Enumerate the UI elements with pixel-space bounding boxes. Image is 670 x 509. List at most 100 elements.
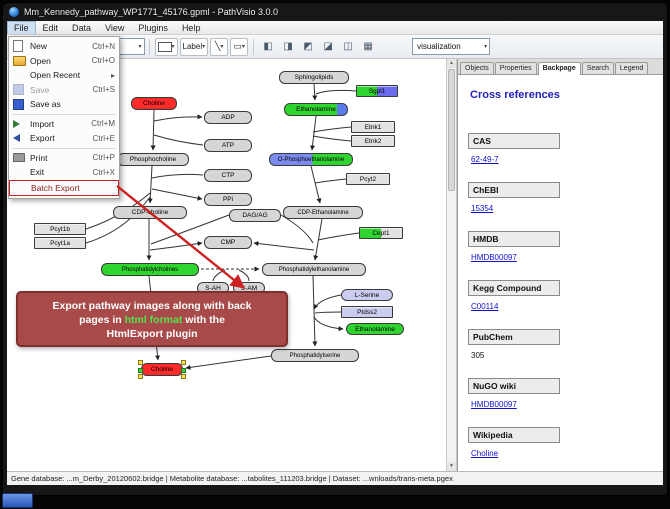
label-tool-button[interactable]: Label▾ (179, 37, 209, 56)
callout-line1: Export pathway images along with back (52, 300, 252, 312)
node-atp[interactable]: ATP (204, 139, 252, 152)
node-etnk2[interactable]: Etnk2 (351, 135, 395, 147)
shape-icon: ▭ (233, 41, 242, 51)
node-o-phosphoethanolamine[interactable]: O-Phosphoethanolamine (269, 153, 353, 166)
callout-line2-pre: pages in (79, 314, 125, 327)
xref-link[interactable]: HMDB00097 (471, 400, 517, 409)
node-ppi[interactable]: PPi (204, 193, 252, 206)
shape-tool-button[interactable]: ▭▾ (230, 37, 249, 56)
menu-plugins[interactable]: Plugins (138, 23, 168, 33)
menu-separator (12, 147, 116, 149)
menu-separator (12, 113, 116, 115)
xref-link[interactable]: Choline (471, 449, 499, 458)
node-ethanolamine[interactable]: Ethanolamine (346, 323, 404, 335)
scrollbar-thumb[interactable] (448, 69, 455, 191)
line-tool-button[interactable]: ╲▾ (210, 37, 229, 56)
visualization-combobox[interactable]: visualization ▾ (412, 38, 491, 55)
node-phosphatidylcholines[interactable]: Phosphatidylcholines (101, 263, 199, 276)
menu-edit[interactable]: Edit (42, 23, 59, 33)
node-cmp[interactable]: CMP (204, 236, 252, 249)
scroll-up-icon[interactable]: ▲ (447, 59, 456, 68)
node-etnk1[interactable]: Etnk1 (351, 121, 395, 133)
selection-handle[interactable] (138, 374, 143, 379)
xref-link[interactable]: 62-49-7 (471, 155, 499, 164)
node-pcyt1a[interactable]: Pcyt1a (34, 237, 86, 249)
file-menu-item-open-recent[interactable]: Open Recent▸ (30, 70, 115, 81)
selection-handle[interactable] (181, 368, 186, 373)
file-menu-item-batch-export[interactable]: Batch Export (9, 179, 119, 196)
node-choline[interactable]: Choline (131, 97, 177, 110)
node-ethanolamine[interactable]: Ethanolamine (284, 103, 348, 116)
tab-backpage[interactable]: Backpage (537, 62, 581, 75)
xref-link[interactable]: HMDB00097 (471, 253, 517, 262)
selection-handle[interactable] (138, 368, 143, 373)
file-menu-item-save-as[interactable]: Save as (9, 97, 119, 112)
visualization-value: visualization (417, 42, 461, 51)
menu-file[interactable]: File (7, 21, 36, 34)
align-left-button[interactable]: ◧ (259, 38, 277, 56)
title-bar[interactable]: Mm_Kennedy_pathway_WP1771_45176.gpml - P… (3, 3, 667, 21)
tab-properties[interactable]: Properties (494, 62, 537, 74)
node-cdp-choline[interactable]: CDP-choline (113, 206, 187, 219)
node-l-serine[interactable]: L-Serine (341, 289, 393, 301)
node-phosphocholine[interactable]: Phosphocholine (117, 153, 189, 166)
node-phosphatidylserine[interactable]: Phosphatidylserine (271, 349, 359, 362)
align-right-button[interactable]: ◨ (279, 38, 297, 56)
xref-header: HMDB (468, 231, 560, 247)
tab-objects[interactable]: Objects (460, 62, 494, 74)
node-phosphatidylethanolamine[interactable]: Phosphatidylethanolamine (262, 263, 366, 276)
align-right-icon: ◨ (283, 40, 293, 52)
node-adp[interactable]: ADP (204, 111, 252, 124)
node-ptdss2[interactable]: Ptdss2 (341, 306, 393, 318)
tab-legend[interactable]: Legend (614, 62, 649, 74)
xref-header: ChEBI (468, 182, 560, 198)
selection-handle[interactable] (181, 360, 186, 365)
node-cept1[interactable]: Cept1 (359, 227, 403, 239)
node-choline[interactable]: Choline (138, 360, 186, 379)
xref-header: Kegg Compound (468, 280, 560, 296)
xref-link[interactable]: C00114 (471, 302, 499, 311)
selection-handle[interactable] (181, 374, 186, 379)
toolbar-separator (148, 38, 150, 55)
node-sgpl1[interactable]: Sgpl1 (356, 85, 398, 97)
menu-help[interactable]: Help (181, 23, 201, 33)
menu-view[interactable]: View (105, 23, 125, 33)
align-top-button[interactable]: ◩ (299, 38, 317, 56)
xref-link[interactable]: 15354 (471, 204, 494, 213)
selection-handle[interactable] (138, 360, 143, 365)
datanode-tool-button[interactable]: ▾ (154, 37, 178, 56)
status-text: Gene database: ...m_Derby_20120602.bridg… (11, 474, 453, 483)
tab-search[interactable]: Search (581, 62, 614, 74)
node-sphingolipids[interactable]: Sphingolipids (279, 71, 349, 84)
node-dag-ag[interactable]: DAG/AG (229, 209, 281, 222)
xref-header: NuGO wiki (468, 378, 560, 394)
align-bottom-button[interactable]: ◪ (319, 38, 337, 56)
scroll-down-icon[interactable]: ▼ (447, 462, 456, 471)
node-ctp[interactable]: CTP (204, 169, 252, 182)
callout-highlight: html format (124, 314, 183, 327)
node-pcyt1b[interactable]: Pcyt1b (34, 223, 86, 235)
new-file-icon (13, 41, 27, 52)
canvas-vertical-scrollbar[interactable]: ▲ ▼ (446, 59, 457, 471)
distribute-vertical-button[interactable]: ▦ (359, 38, 377, 56)
node-pcyt2[interactable]: Pcyt2 (346, 173, 390, 185)
align-top-icon: ◩ (303, 40, 313, 52)
node-cdp-ethanolamine[interactable]: CDP-Ethanolamine (283, 206, 363, 219)
taskbar-fragment[interactable] (2, 493, 33, 508)
distribute-horizontal-button[interactable]: ◫ (339, 38, 357, 56)
menu-data[interactable]: Data (72, 23, 92, 33)
